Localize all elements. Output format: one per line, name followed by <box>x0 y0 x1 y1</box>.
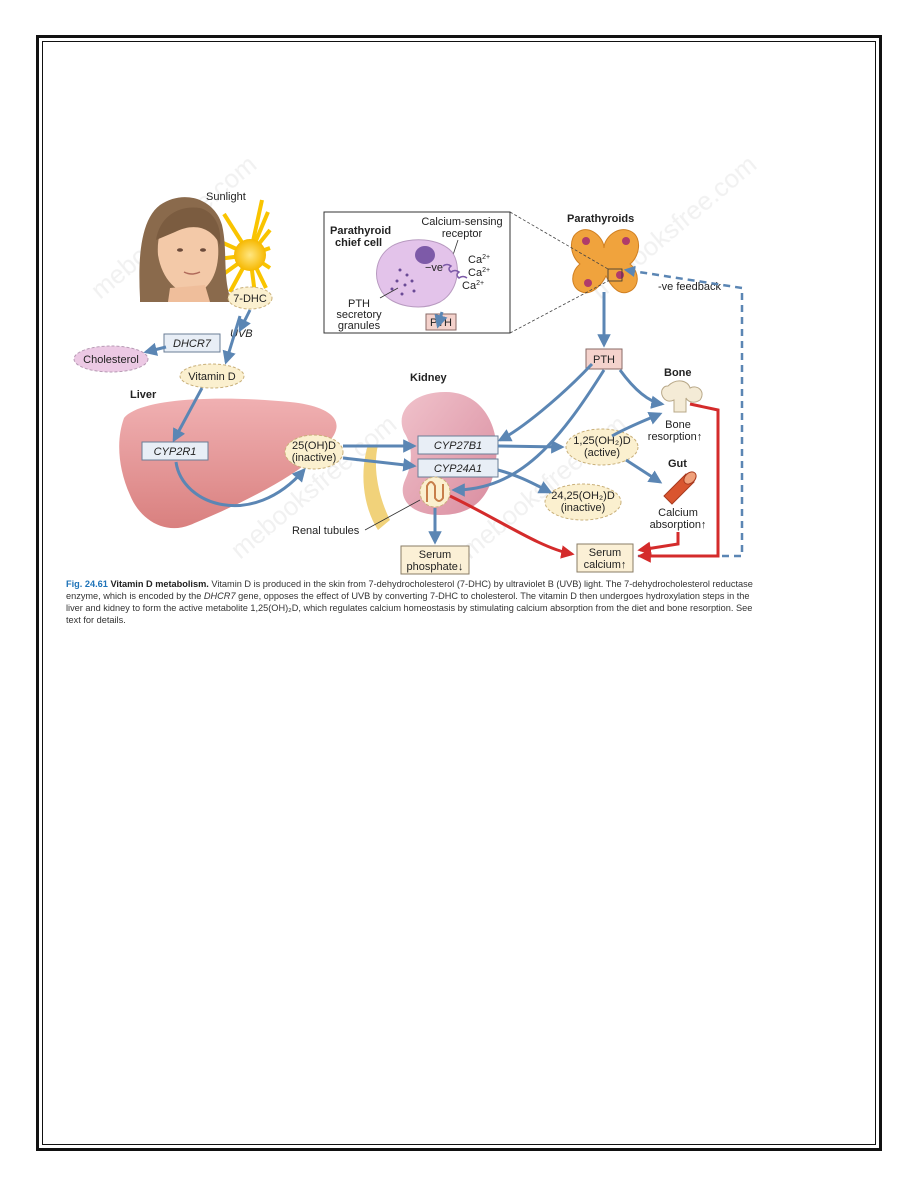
arrow-active-to-bone <box>611 412 663 438</box>
gut-label: Gut <box>668 458 687 470</box>
serum-calcium-trend: calcium↑ <box>584 559 627 571</box>
arrow-liver-to-25ohd <box>174 461 306 507</box>
blue-arrows <box>143 292 665 545</box>
7-dhc-node <box>227 286 273 310</box>
active-vitamin-d-node <box>565 428 639 466</box>
24-25-ohd-label: 24,25(OH₂)D <box>551 490 615 502</box>
face-illustration <box>139 197 232 302</box>
svg-text:Ca2+: Ca2+ <box>462 280 484 292</box>
granules-label-2: secretory <box>336 309 382 321</box>
24-25-ohd-status: (inactive) <box>561 502 606 514</box>
chief-cell-label: Parathyroid <box>330 225 391 237</box>
cyp2r1-label: CYP2R1 <box>154 446 197 458</box>
arrow-pth-to-tubules <box>451 369 606 497</box>
bone-resorption-trend: resorption↑ <box>648 431 702 443</box>
page-border-inner <box>42 41 876 1145</box>
7-dhc-label: 7-DHC <box>233 293 267 305</box>
receptor-label: Calcium-sensing <box>421 216 502 228</box>
caption-gene: DHCR7 <box>203 591 236 601</box>
25-ohd-label: 25(OH)D <box>292 440 336 452</box>
arrow-dhcr7-to-cholesterol <box>143 342 167 356</box>
cholesterol-node <box>73 345 149 373</box>
cyp27b1-label: CYP27B1 <box>434 440 482 452</box>
page-border-outer <box>36 35 882 1151</box>
vitamin-d-label: Vitamin D <box>188 371 236 383</box>
25-ohd-status: (inactive) <box>292 452 337 464</box>
arrow-gut-to-calcium <box>637 532 680 555</box>
serum-phosphate-box <box>400 545 470 575</box>
active-vitamin-d-label: 1,25(OH₂)D <box>573 435 631 447</box>
arrow-pth-to-cyp27b1 <box>497 362 594 442</box>
arrow-cyp24a1-to-inactive <box>497 468 553 494</box>
arrow-bone-to-calcium <box>637 402 720 563</box>
cyp24a1-label: CYP24A1 <box>434 463 482 475</box>
calcium-absorption-trend: absorption↑ <box>650 519 707 531</box>
renal-tubule-icon <box>419 476 451 508</box>
ureter-illustration <box>363 445 390 530</box>
granules-pointer <box>379 287 399 299</box>
kidney-label: Kidney <box>410 372 448 384</box>
dhcr7-box <box>163 333 221 353</box>
arrow-7dhc-to-vitamin-d <box>222 315 242 365</box>
svg-text:Ca2+: Ca2+ <box>468 267 490 279</box>
arrow-25ohd-to-cyp24a1 <box>342 456 417 472</box>
arrow-pth-to-bone <box>618 369 665 409</box>
25-ohd-node <box>284 434 344 470</box>
pth-label: PTH <box>593 354 615 366</box>
svg-text:Ca2+: Ca2+ <box>468 254 490 266</box>
arrow-7dhc-to-dhcr7 <box>238 309 252 333</box>
arrow-cyp27b1-to-active <box>497 440 565 454</box>
bone-label: Bone <box>664 367 692 379</box>
calcium-absorption-label: Calcium <box>658 507 698 519</box>
serum-calcium-box <box>576 543 634 573</box>
calcium-ions: Ca2+ Ca2+ Ca2+ <box>462 254 490 292</box>
arrow-granules-to-pth <box>434 311 448 329</box>
pth-box <box>585 348 623 370</box>
arrow-vitamin-d-to-liver <box>172 387 204 443</box>
bone-resorption-label: Bone <box>665 419 691 431</box>
vitamin-d-node <box>179 363 245 389</box>
inset-zoom-line <box>509 211 609 270</box>
receptor-label-2: receptor <box>442 228 483 240</box>
serum-calcium-label: Serum <box>589 547 621 559</box>
24-25-ohd-node <box>544 483 622 521</box>
arrow-tubules-to-calcium <box>449 494 575 559</box>
inset-zoom-line <box>509 280 609 334</box>
serum-phosphate-trend: phosphate↓ <box>407 561 464 573</box>
arrow-active-to-gut <box>625 458 663 484</box>
renal-tubules-label: Renal tubules <box>292 525 360 537</box>
red-arrows <box>449 402 720 563</box>
negative-effect-label: −ve <box>425 262 443 274</box>
granules-label: PTH <box>348 298 370 310</box>
renal-tubules-pointer <box>364 499 421 531</box>
serum-phosphate-label: Serum <box>419 549 451 561</box>
cyp24a1-box <box>417 458 499 478</box>
sunlight-label: Sunlight <box>206 191 246 203</box>
figure-title: Vitamin D metabolism. <box>110 579 209 589</box>
caption-text-1: Vitamin D is produced in the skin from 7… <box>66 579 753 601</box>
gut-illustration <box>663 471 697 505</box>
parathyroids-label: Parathyroids <box>567 213 634 225</box>
liver-label: Liver <box>130 389 157 401</box>
parathyroid-illustration <box>571 229 639 294</box>
bone-illustration <box>661 380 703 413</box>
cholesterol-label: Cholesterol <box>83 354 139 366</box>
granules-label-3: granules <box>338 320 381 332</box>
ve-feedback-label: -ve feedback <box>658 281 721 293</box>
figure-caption: Fig. 24.61 Vitamin D metabolism. Vitamin… <box>66 578 766 626</box>
chief-cell-label-2: chief cell <box>335 237 382 249</box>
dhcr7-label: DHCR7 <box>173 338 212 350</box>
figure-number: Fig. 24.61 <box>66 579 108 589</box>
chief-cell-illustration <box>376 239 468 308</box>
caption-text-2: gene, opposes the effect of UVB by conve… <box>66 591 753 625</box>
cyp27b1-box <box>417 435 499 455</box>
active-vitamin-d-status: (active) <box>584 447 620 459</box>
